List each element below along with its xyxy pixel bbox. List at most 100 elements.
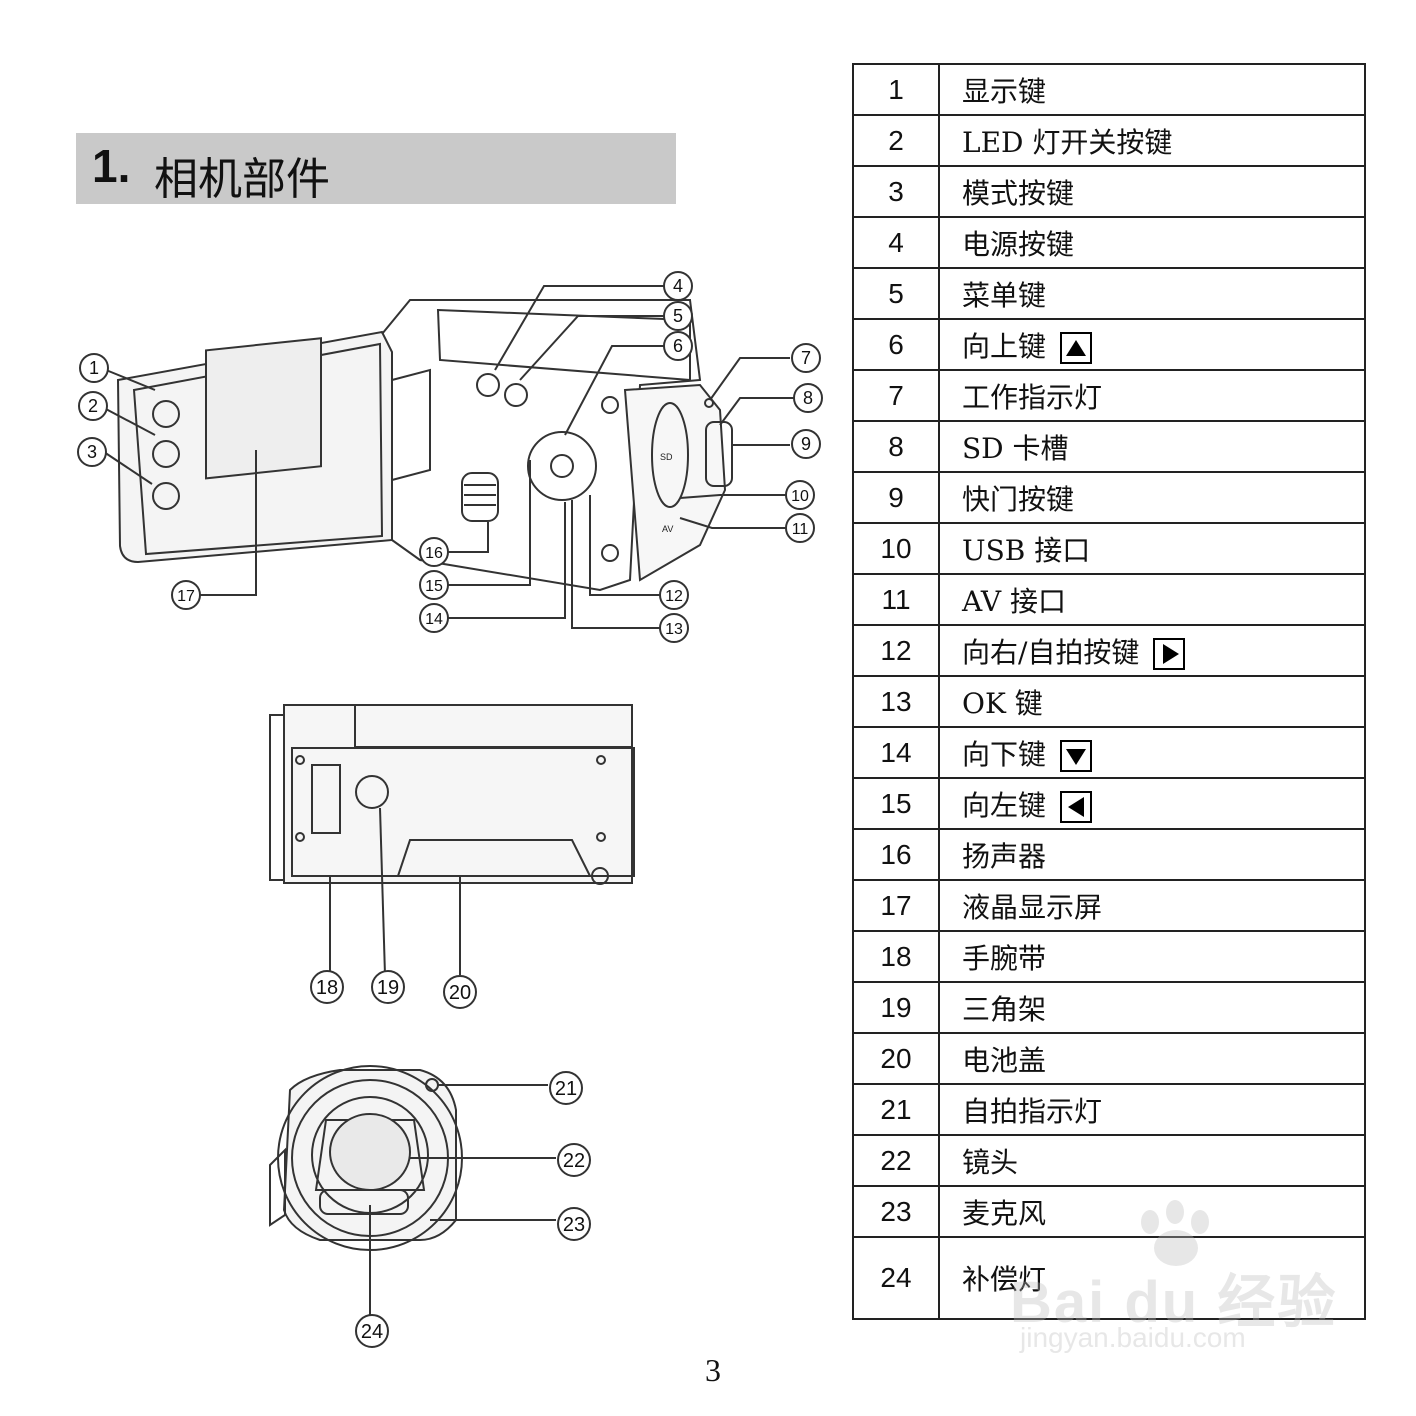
part-number: 5 [852, 267, 940, 320]
callout-label-20: 20 [449, 982, 471, 1004]
callout-label-1: 1 [89, 358, 99, 378]
up-arrow-icon [1060, 332, 1093, 364]
part-label: 扬声器 [938, 828, 1366, 881]
callout-label-2: 2 [88, 396, 98, 416]
part-label: 菜单键 [938, 267, 1366, 320]
part-label: 手腕带 [938, 930, 1366, 983]
part-number: 24 [852, 1236, 940, 1320]
callout-label-15: 15 [425, 578, 443, 595]
part-label: 电池盖 [938, 1032, 1366, 1085]
part-number: 16 [852, 828, 940, 881]
part-label: 显示键 [938, 63, 1366, 116]
section-title: 相机部件 [154, 154, 330, 205]
part-label: 电源按键 [938, 216, 1366, 269]
callout-label-5: 5 [673, 306, 683, 326]
part-number: 1 [852, 63, 940, 116]
part-number: 17 [852, 879, 940, 932]
callout-label-13: 13 [665, 621, 683, 638]
callout-label-12: 12 [665, 588, 683, 605]
callout-label-10: 10 [791, 488, 809, 505]
callout-label-6: 6 [673, 336, 683, 356]
watermark-url: jingyan.baidu.com [1020, 1322, 1246, 1353]
part-number: 15 [852, 777, 940, 830]
part-number: 11 [852, 573, 940, 626]
part-label: LED 灯开关按键 [938, 114, 1366, 167]
watermark-main: Bai du 经验 [1010, 1270, 1338, 1335]
callout-label-16: 16 [425, 545, 443, 562]
callout-label-24: 24 [361, 1321, 383, 1343]
part-label: OK 键 [938, 675, 1366, 728]
callout-label-17: 17 [177, 588, 195, 605]
section-number: 1. [92, 140, 131, 192]
part-number: 6 [852, 318, 940, 371]
part-label: 向上键 [962, 329, 1047, 363]
part-label: 自拍指示灯 [938, 1083, 1366, 1136]
callout-label-18: 18 [316, 977, 338, 999]
sd-port-label: SD [660, 452, 673, 462]
part-number: 4 [852, 216, 940, 269]
av-port-label: AV [662, 524, 673, 534]
part-number: 12 [852, 624, 940, 677]
left-arrow-icon [1060, 791, 1093, 823]
callout-1 [79, 353, 109, 383]
callout-label-9: 9 [801, 434, 811, 454]
part-label: 向下键 [962, 737, 1047, 771]
part-label: 快门按键 [938, 471, 1366, 524]
part-number: 18 [852, 930, 940, 983]
camera-diagram: SD AV [77, 271, 823, 1348]
callout-label-8: 8 [803, 388, 813, 408]
part-label: 液晶显示屏 [938, 879, 1366, 932]
page-number: 3 [705, 1352, 721, 1388]
part-number: 9 [852, 471, 940, 524]
table-row: 6 向上键 [852, 318, 1366, 371]
part-number: 23 [852, 1185, 940, 1238]
callout-label-19: 19 [377, 977, 399, 999]
part-label: 补偿灯 [938, 1236, 1366, 1320]
part-label: 模式按键 [938, 165, 1366, 218]
part-number: 3 [852, 165, 940, 218]
section-heading: 1. 相机部件 [76, 133, 676, 205]
part-number: 14 [852, 726, 940, 779]
callout-label-3: 3 [87, 442, 97, 462]
callout-label-22: 22 [563, 1150, 585, 1172]
part-label: AV 接口 [938, 573, 1366, 626]
part-label: 镜头 [938, 1134, 1366, 1187]
part-number: 21 [852, 1083, 940, 1136]
camera-open-view [116, 299, 733, 592]
right-arrow-icon [1153, 638, 1186, 670]
callout-label-7: 7 [801, 348, 811, 368]
baidu-watermark: Bai du 经验 jingyan.baidu.com [1000, 1200, 1340, 1360]
part-label: SD 卡槽 [938, 420, 1366, 473]
part-number: 8 [852, 420, 940, 473]
table-row: 12 向右/自拍按键 [852, 624, 1366, 677]
part-number: 22 [852, 1134, 940, 1187]
down-arrow-icon [1060, 740, 1093, 772]
callout-label-4: 4 [673, 276, 683, 296]
part-number: 20 [852, 1032, 940, 1085]
part-label: 向右/自拍按键 [962, 635, 1140, 669]
callout-label-21: 21 [555, 1078, 577, 1100]
part-label: 三角架 [938, 981, 1366, 1034]
paw-logo-icon [1141, 1200, 1209, 1266]
part-label: 工作指示灯 [938, 369, 1366, 422]
